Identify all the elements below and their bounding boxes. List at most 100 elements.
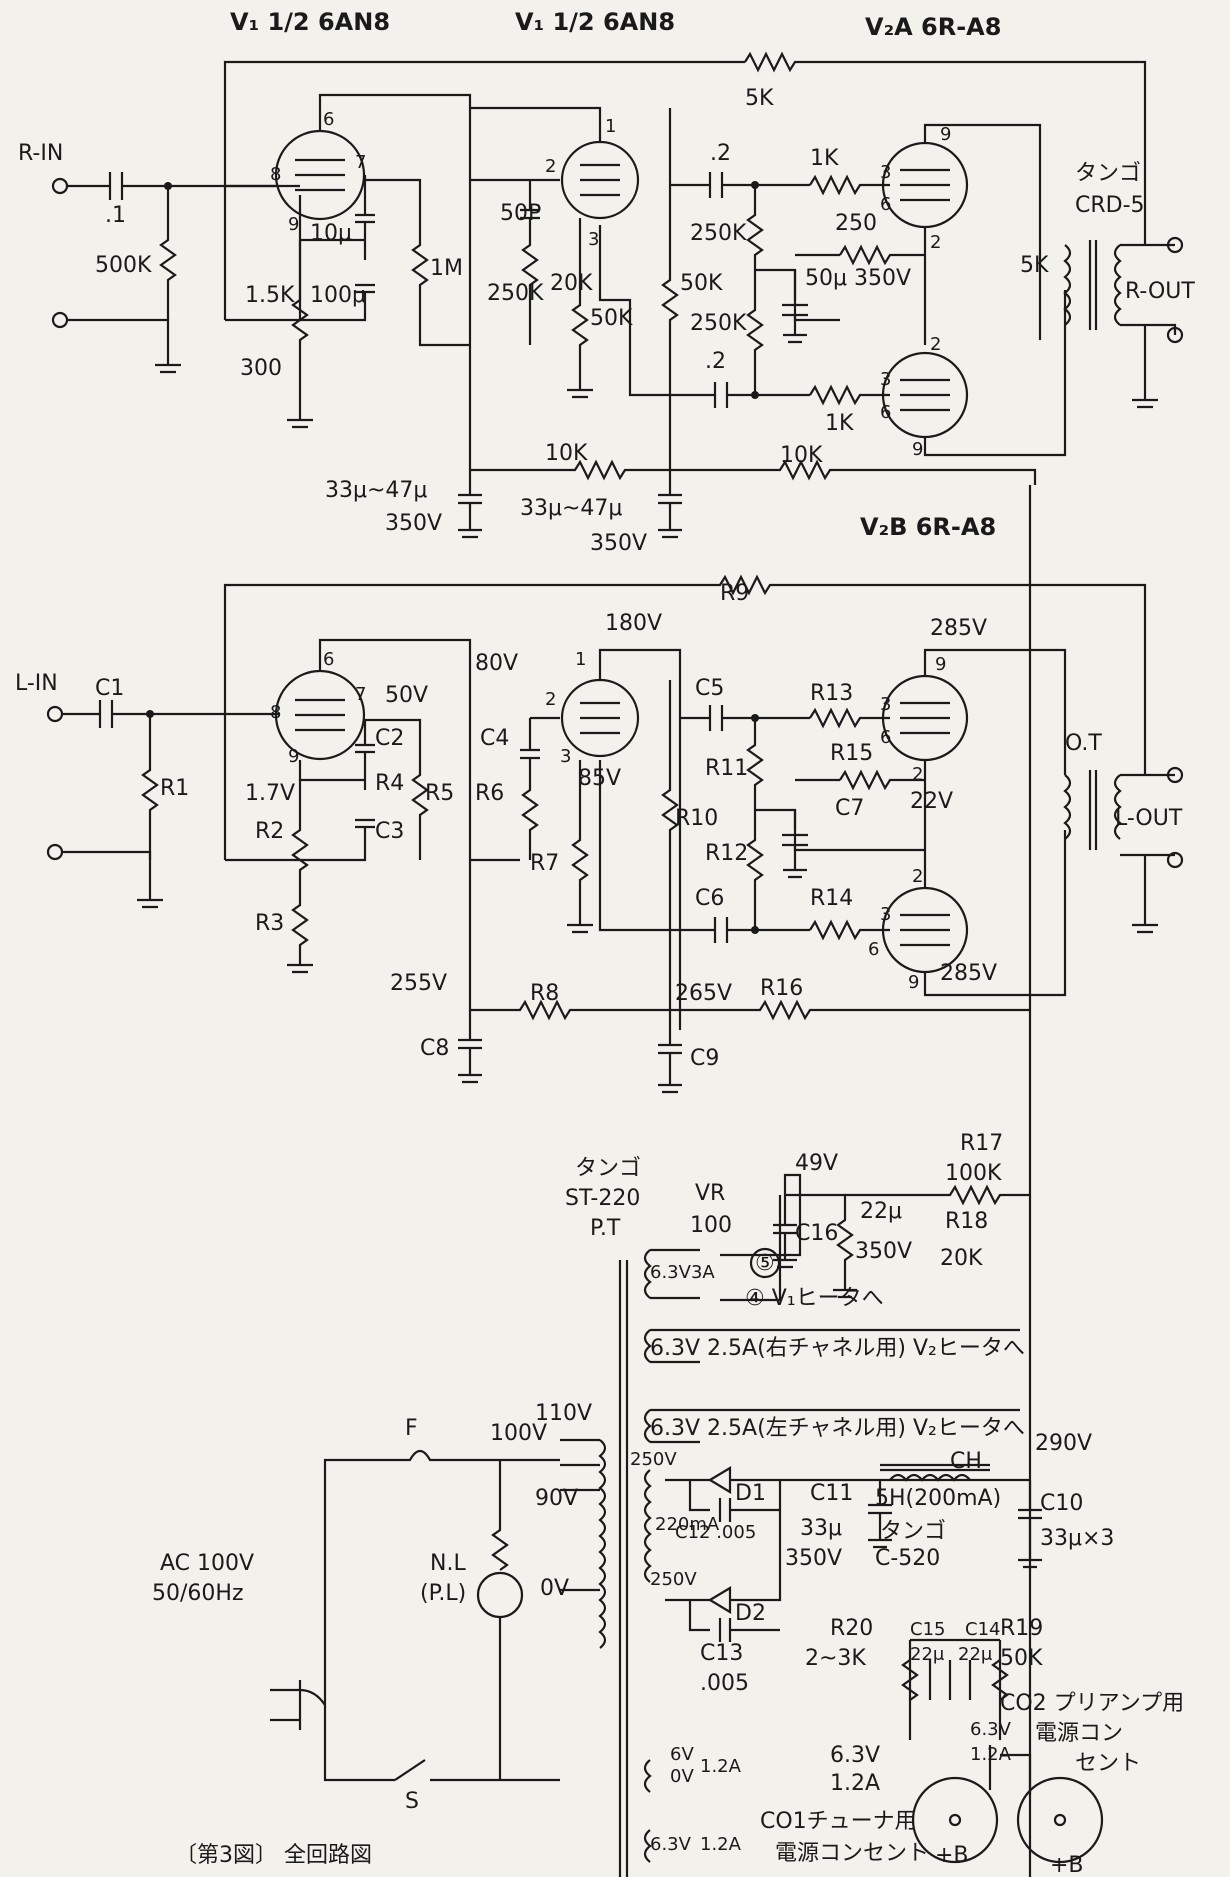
ac-plug-icon[interactable] [270, 1680, 326, 1730]
label-1m: 1M [430, 256, 463, 281]
pin-label: 2 [912, 866, 923, 887]
l-gnd-jack-icon[interactable] [46, 843, 64, 861]
label-50k-a: 50K [590, 306, 633, 331]
heater-label: 6.3V 2.5A(右チャネル用) V₂ヒータへ [650, 1336, 1025, 1361]
ac-label: AC 100V [160, 1551, 254, 1576]
label-1k-a: 1K [810, 146, 839, 171]
label-c4: C4 [480, 726, 509, 751]
pin-label: 6 [880, 194, 891, 215]
label-r13: R13 [810, 681, 853, 706]
l-out-gnd-jack-icon[interactable] [1166, 851, 1184, 869]
label-cap-2b: .2 [705, 349, 726, 374]
label-r7: R7 [530, 851, 559, 876]
r19-value: 50K [1000, 1646, 1043, 1671]
pin-label: 3 [880, 904, 891, 925]
r18-value: 20K [940, 1246, 983, 1271]
label-r4: R4 [375, 771, 404, 796]
r-out-label: R-OUT [1125, 279, 1195, 304]
l-in-jack-icon[interactable] [46, 705, 64, 723]
label-c9: C9 [690, 1046, 719, 1071]
pin-label: 6 [868, 939, 879, 960]
co1-socket-icon[interactable] [911, 1776, 999, 1864]
voltage-label: 265V [675, 981, 732, 1006]
secondary-label: 1.2A [700, 1756, 742, 1777]
label-1k-b: 1K [825, 411, 854, 436]
pl-label: (P.L) [420, 1581, 466, 1606]
label-20k: 20K [550, 271, 593, 296]
label-33u-b: 33μ~47μ [520, 496, 622, 521]
pt-core-icon [618, 1260, 629, 1877]
pin-label: 2 [912, 764, 923, 785]
voltage-label: 22V [910, 789, 953, 814]
d1-label: D1 [735, 1481, 766, 1506]
label-r9: R9 [720, 581, 749, 606]
r-gnd-jack-icon[interactable] [51, 311, 69, 329]
pin-label: 3 [880, 694, 891, 715]
v2b-label: V₂B 6R-A8 [860, 513, 996, 541]
c13-value: .005 [700, 1671, 749, 1696]
ch-label: CH [950, 1449, 982, 1474]
label-r6: R6 [475, 781, 504, 806]
co2-bplus: +B [1050, 1853, 1084, 1877]
pin-label: 6 [323, 109, 334, 130]
c14-label: C14 [965, 1619, 1000, 1640]
r18-label: R18 [945, 1209, 988, 1234]
pin-label: 6 [880, 727, 891, 748]
label-c6: C6 [695, 886, 724, 911]
label-250k-b: 250K [690, 221, 747, 246]
neon-lamp-icon [476, 1571, 524, 1619]
pin-label: 7 [355, 684, 366, 705]
secondary-label: 220mA [655, 1514, 720, 1535]
label-300: 300 [240, 356, 282, 381]
l-out-jack-icon[interactable] [1166, 766, 1184, 784]
label-r1: R1 [160, 776, 189, 801]
r-out-gnd-jack-icon[interactable] [1166, 326, 1184, 344]
secondary-label: 0V [670, 1766, 694, 1787]
r-ot-primary-icon [1063, 244, 1072, 326]
label-250: 250 [835, 211, 877, 236]
pin-label: 1 [575, 649, 586, 670]
secondary-label: 6.3V [650, 1834, 692, 1855]
co2-label: 電源コン [1035, 1721, 1123, 1746]
v1a-left-tube-icon [274, 669, 366, 761]
nl-label: N.L [430, 1551, 466, 1576]
co2-socket-icon[interactable] [1016, 1776, 1104, 1864]
label-r15: R15 [830, 741, 873, 766]
secondary-label: 6V [670, 1744, 694, 1765]
co1-label: CO1チューナ用 [760, 1809, 917, 1834]
pin-label: 8 [270, 164, 281, 185]
vr-label: 100 [690, 1213, 732, 1238]
c11-voltage: 350V [785, 1546, 842, 1571]
label-r12: R12 [705, 841, 748, 866]
voltage-label: 80V [475, 651, 518, 676]
vr-label: VR [695, 1181, 725, 1206]
label-cap-2a: .2 [710, 141, 731, 166]
label-r3: R3 [255, 911, 284, 936]
voltage-label: 85V [578, 766, 621, 791]
switch-label: S [405, 1789, 419, 1814]
c11-value: 33μ [800, 1516, 842, 1541]
label-250k-a: 250K [487, 281, 544, 306]
r-out-jack-icon[interactable] [1166, 236, 1184, 254]
heater-label: 6.3V 2.5A(左チャネル用) V₂ヒータへ [650, 1416, 1025, 1441]
label-c8: C8 [420, 1036, 449, 1061]
ac-label: 50/60Hz [152, 1581, 244, 1606]
choke-icon [889, 1473, 971, 1482]
l-out-label: L-OUT [1115, 806, 1183, 831]
pin-label: 2 [930, 232, 941, 253]
pin-label: 2 [545, 156, 556, 177]
label-5k-b: 5K [1020, 253, 1049, 278]
r19-label: R19 [1000, 1616, 1043, 1641]
voltage-label: 50V [385, 683, 428, 708]
label-r16: R16 [760, 976, 803, 1001]
c13-label: C13 [700, 1641, 743, 1666]
pin-label: 2 [930, 334, 941, 355]
label-100u: 100μ [310, 283, 366, 308]
co1-heater-v: 6.3V [830, 1743, 880, 1768]
voltage-label: 1.7V [245, 781, 295, 806]
pin-label: 9 [940, 124, 951, 145]
r-in-jack-icon[interactable] [51, 177, 69, 195]
label-50u-350v: 50μ 350V [805, 266, 911, 291]
